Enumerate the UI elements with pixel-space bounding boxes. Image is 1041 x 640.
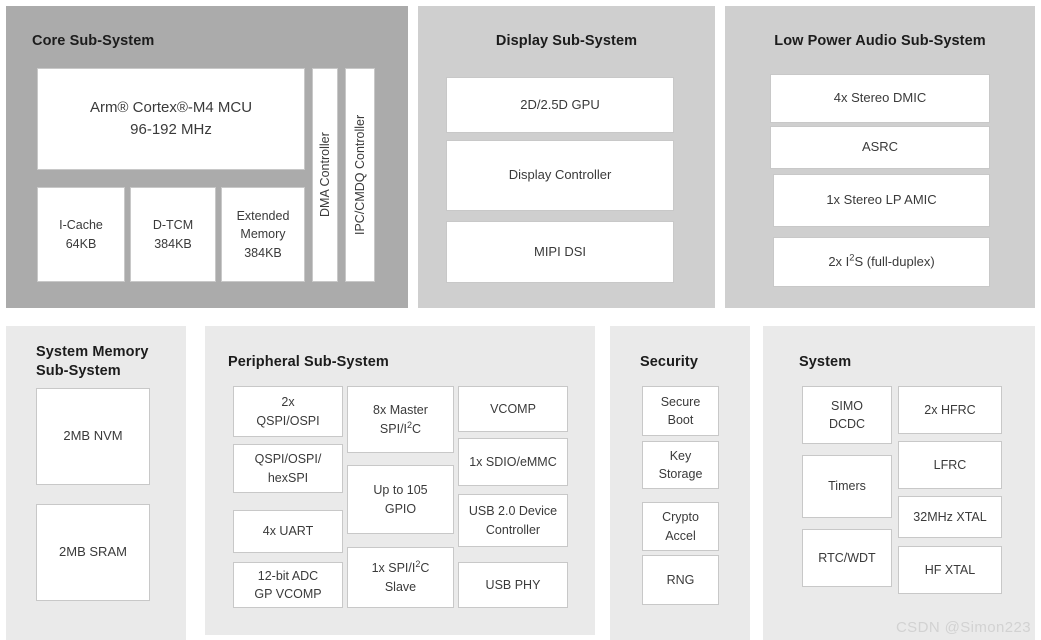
block-lfrc: LFRC xyxy=(898,441,1002,489)
system-memory-sub-system-title: System Memory Sub-System xyxy=(36,344,149,379)
core-sub-system-title: Core Sub-System xyxy=(32,33,155,49)
panel-security: Security Secure Boot Key Storage Crypto … xyxy=(610,326,750,640)
display-sub-system-title: Display Sub-System xyxy=(495,33,638,49)
watermark-text: CSDN @Simon223 xyxy=(895,619,1031,636)
block-4x-stereo-dmic: 4x Stereo DMIC xyxy=(770,74,990,123)
block-12-bit-adc-gp-vcomp: 12-bit ADC GP VCOMP xyxy=(233,562,343,608)
panel-system-memory-sub-system: System Memory Sub-System 2MB NVM 2MB SRA… xyxy=(6,326,186,640)
security-title: Security xyxy=(640,354,699,370)
block-asrc: ASRC xyxy=(770,126,990,169)
block-rtc-wdt: RTC/WDT xyxy=(802,529,892,587)
block-rng: RNG xyxy=(642,555,719,605)
block-usb-phy: USB PHY xyxy=(458,562,568,608)
block-up-to-105-gpio: Up to 105 GPIO xyxy=(347,465,454,534)
block-i-cache: I-Cache 64KB xyxy=(37,187,125,282)
block-32mhz-xtal: 32MHz XTAL xyxy=(898,496,1002,538)
block-vcomp: VCOMP xyxy=(458,386,568,432)
block-extended-memory: Extended Memory 384KB xyxy=(221,187,305,282)
block-ipc-cmdq-controller: IPC/CMDQ Controller xyxy=(345,68,375,282)
block-mipi-dsi: MIPI DSI xyxy=(446,221,674,283)
panel-low-power-audio-sub-system: Low Power Audio Sub-System 4x Stereo DMI… xyxy=(725,6,1035,308)
panel-display-sub-system: Display Sub-System 2D/2.5D GPU Display C… xyxy=(418,6,715,308)
block-secure-boot: Secure Boot xyxy=(642,386,719,436)
block-2mb-sram: 2MB SRAM xyxy=(36,504,150,601)
block-dma-controller: DMA Controller xyxy=(312,68,338,282)
low-power-audio-sub-system-title: Low Power Audio Sub-System xyxy=(774,33,986,49)
block-1x-sdio-emmc: 1x SDIO/eMMC xyxy=(458,438,568,486)
block-timers: Timers xyxy=(802,455,892,518)
block-4x-uart: 4x UART xyxy=(233,510,343,553)
system-title: System xyxy=(799,354,852,370)
panel-system: System SIMO DCDC Timers RTC/WDT 2x HFRC … xyxy=(763,326,1035,640)
block-2mb-nvm: 2MB NVM xyxy=(36,388,150,485)
panel-peripheral-sub-system: Peripheral Sub-System 2x QSPI/OSPI QSPI/… xyxy=(205,326,595,635)
block-display-controller: Display Controller xyxy=(446,140,674,211)
block-qspi-ospi-hexspi: QSPI/OSPI/ hexSPI xyxy=(233,444,343,493)
block-2d-2-5d-gpu: 2D/2.5D GPU xyxy=(446,77,674,133)
block-d-tcm: D-TCM 384KB xyxy=(130,187,216,282)
peripheral-sub-system-title: Peripheral Sub-System xyxy=(228,354,389,370)
block-2x-i2s-label: 2x I2S (full-duplex) xyxy=(828,252,935,269)
block-simo-dcdc: SIMO DCDC xyxy=(802,386,892,444)
block-crypto-accel: Crypto Accel xyxy=(642,502,719,551)
block-2x-i2s-full-duplex: 2x I2S (full-duplex) xyxy=(773,237,990,287)
block-hf-xtal: HF XTAL xyxy=(898,546,1002,594)
block-usb-2-0-device-controller: USB 2.0 Device Controller xyxy=(458,494,568,547)
block-2x-hfrc: 2x HFRC xyxy=(898,386,1002,434)
block-key-storage: Key Storage xyxy=(642,441,719,489)
block-1x-stereo-lp-amic: 1x Stereo LP AMIC xyxy=(773,174,990,227)
block-2x-qspi-ospi: 2x QSPI/OSPI xyxy=(233,386,343,437)
